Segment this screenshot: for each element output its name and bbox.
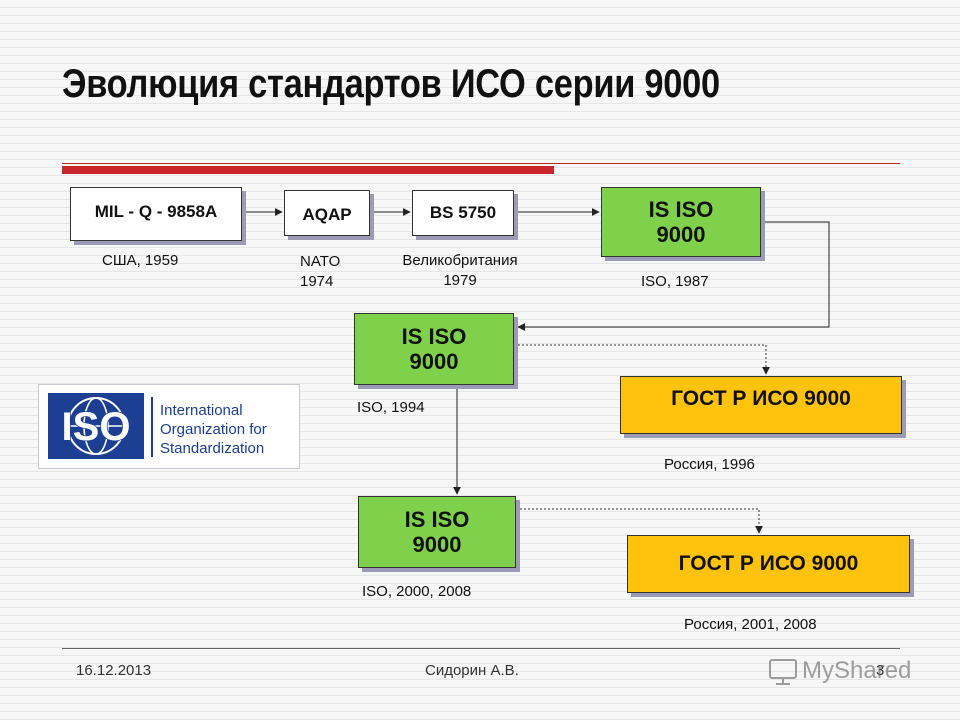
caption-gost2001: Россия, 2001, 2008	[684, 616, 817, 633]
slide-title: Эволюция стандартов ИСО серии 9000	[62, 62, 720, 106]
caption-iso94: ISO, 1994	[357, 399, 425, 416]
caption-gost96: Россия, 1996	[664, 456, 755, 473]
box-iso87-line1: IS ISO	[648, 196, 714, 222]
box-is-iso-9000-1994: IS ISO 9000	[354, 313, 514, 385]
caption-iso2000: ISO, 2000, 2008	[362, 583, 472, 600]
box-iso2000-line1: IS ISO	[404, 506, 470, 532]
box-bs-label: BS 5750	[429, 203, 497, 222]
iso-logo: ISO International Organization for Stand…	[38, 384, 300, 469]
iso-logo-line1: International	[160, 402, 243, 419]
footer-rule	[62, 648, 900, 649]
arrow-iso87-to-iso94	[517, 221, 830, 331]
title-underline-thick	[62, 166, 554, 174]
caption-aqap: NATO 1974	[300, 252, 340, 291]
iso-logo-graphic: ISO International Organization for Stand…	[48, 393, 267, 459]
arrow-iso2000-to-gost2001	[520, 508, 763, 534]
box-iso94-line1: IS ISO	[401, 323, 467, 349]
iso-logo-line2: Organization for	[160, 421, 267, 438]
caption-bs: Великобритания 1979	[386, 251, 534, 290]
caption-mil: США, 1959	[102, 252, 179, 269]
box-bs-5750: BS 5750	[412, 190, 514, 236]
footer-author: Сидорин А.В.	[425, 662, 519, 679]
box-is-iso-9000-1987: IS ISO 9000	[601, 187, 761, 257]
iso-logo-line3: Standardization	[160, 440, 264, 457]
presentation-icon	[769, 659, 797, 685]
box-gost2001-label: ГОСТ Р ИСО 9000	[678, 551, 859, 575]
box-iso94-line2: 9000	[409, 349, 459, 374]
box-gost-r-iso-9000-2001: ГОСТ Р ИСО 9000	[627, 535, 910, 593]
box-mil-q-9858a: MIL - Q - 9858A	[70, 187, 242, 241]
caption-iso87: ISO, 1987	[641, 273, 709, 290]
footer-page-number: 3	[876, 662, 885, 679]
caption-bs-line2: 1979	[443, 271, 477, 289]
box-mil-label: MIL - Q - 9858A	[94, 202, 218, 221]
caption-aqap-line1: NATO	[300, 253, 341, 270]
box-iso2000-line2: 9000	[412, 532, 462, 557]
watermark: MyShared	[768, 656, 911, 686]
box-iso87-line2: 9000	[656, 222, 706, 247]
watermark-text: MyShared	[802, 657, 912, 684]
box-is-iso-9000-2000: IS ISO 9000	[358, 496, 516, 568]
box-gost-r-iso-9000-1996: ГОСТ Р ИСО 9000	[620, 376, 902, 434]
box-aqap-label: AQAP	[302, 205, 352, 224]
box-aqap: AQAP	[284, 190, 370, 236]
box-gost96-label: ГОСТ Р ИСО 9000	[671, 387, 851, 410]
caption-aqap-line2: 1974	[300, 272, 334, 290]
caption-bs-line1: Великобритания	[402, 252, 518, 269]
title-underline-thin	[62, 163, 900, 164]
footer-date: 16.12.2013	[76, 662, 152, 679]
iso-logo-mark: ISO	[62, 405, 131, 449]
arrow-iso94-to-gost96	[518, 344, 770, 375]
